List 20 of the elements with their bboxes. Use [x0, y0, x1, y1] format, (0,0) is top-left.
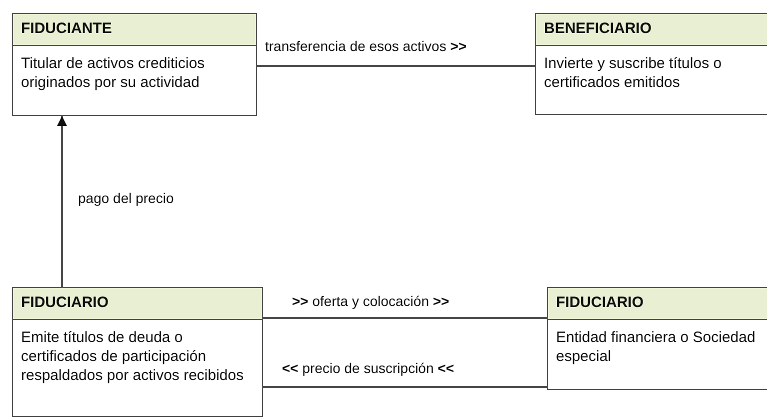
- card-header: BENEFICIARIO: [536, 14, 767, 46]
- edge-label: pago del precio: [76, 190, 176, 206]
- connector-line: [257, 65, 535, 67]
- edge-label: << precio de suscripción <<: [280, 360, 456, 376]
- card-description: Titular de activos crediticios originados por su actividad: [20, 54, 206, 93]
- card-description: Entidad financiera o Sociedad especial: [555, 328, 756, 367]
- entity-card: [535, 13, 767, 115]
- entity-card: [12, 287, 263, 417]
- edge-label: transferencia de esos activos >>: [263, 38, 469, 54]
- arrow: [57, 116, 67, 287]
- entity-card: [547, 287, 767, 390]
- card-header: FIDUCIARIO: [13, 288, 262, 320]
- edge-label: >> oferta y colocación >>: [290, 293, 452, 309]
- card-header: FIDUCIANTE: [13, 14, 256, 46]
- card-header: FIDUCIARIO: [548, 288, 767, 320]
- connector-line: [263, 386, 547, 388]
- card-description: Invierte y suscribe títulos o certificados emitidos: [543, 54, 723, 93]
- card-description: Emite títulos de deuda o certificados de participación respaldados por activos recibidos: [20, 328, 245, 386]
- connector-line: [263, 317, 547, 319]
- entity-card: [12, 13, 257, 116]
